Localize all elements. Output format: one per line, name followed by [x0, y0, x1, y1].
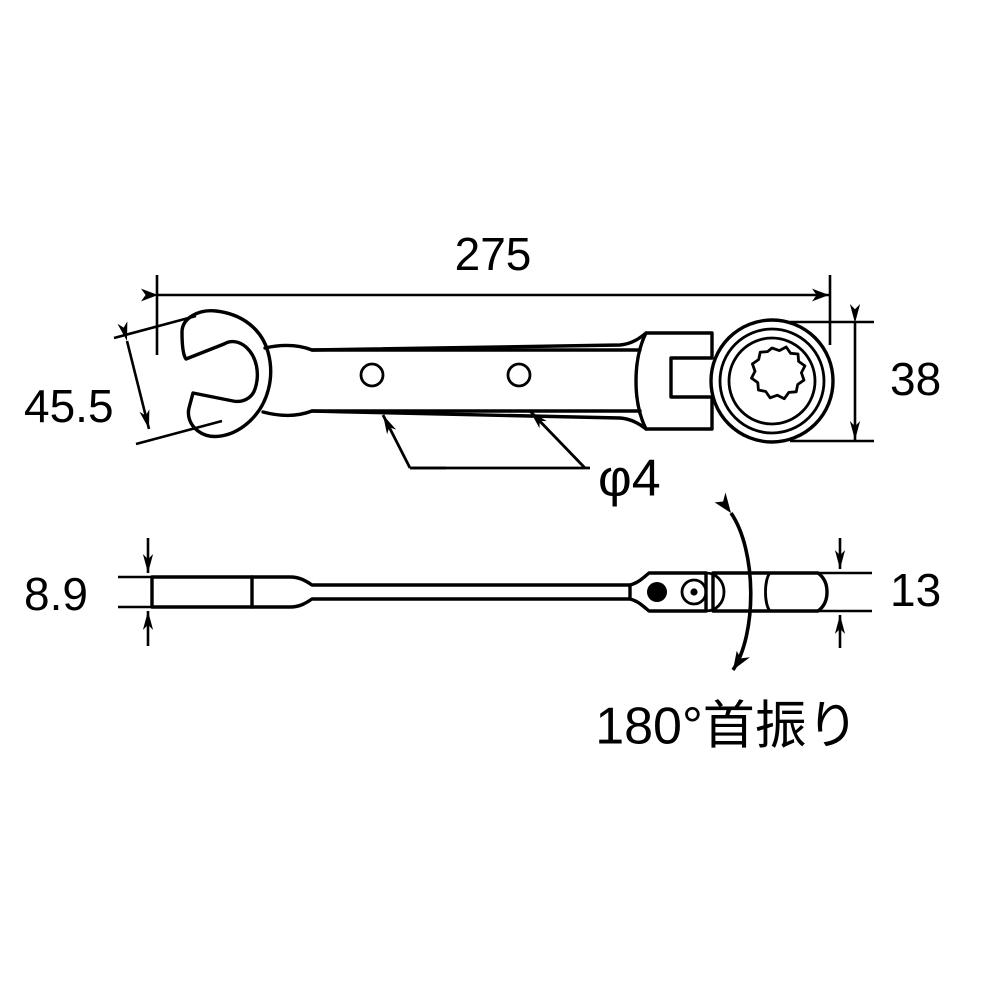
side-box-head: [711, 571, 829, 613]
side-pivot-center: [690, 588, 698, 596]
hole-1: [359, 362, 385, 388]
hole-2: [506, 362, 532, 388]
dim-label-head-thickness: 13: [890, 564, 941, 616]
side-view: 8.9 13 180°首振り: [24, 492, 941, 756]
box-head-outer: [709, 318, 835, 444]
callout-hole-diameter: φ4: [381, 410, 661, 508]
side-jaw-end: [150, 575, 254, 609]
dim-label-head-diameter: 38: [890, 353, 941, 405]
twelve-point-socket: [750, 345, 807, 401]
ratchet-box-head: [709, 318, 835, 444]
wrench-shaft: [261, 331, 648, 431]
side-swivel-yoke: [628, 571, 726, 613]
swivel-yoke: [634, 331, 714, 431]
front-view: 275 45.5 38 φ4: [24, 228, 941, 508]
ratchet-ring-inner: [727, 336, 817, 426]
dimension-head-thickness: 13: [786, 538, 941, 648]
open-end-jaw-head: [180, 309, 273, 439]
dim-label-overall-length: 275: [455, 228, 532, 280]
ratchet-ring: [718, 327, 826, 435]
annotation-label-swivel: 180°首振り: [595, 698, 859, 756]
dim-label-jaw-width: 45.5: [24, 380, 114, 432]
rotation-arc-arrow-icon: [714, 492, 753, 671]
side-shaft: [250, 575, 632, 609]
dimension-jaw-width: 45.5: [24, 314, 223, 446]
shaft-holes: [359, 362, 532, 388]
dimension-head-diameter: 38: [790, 304, 941, 443]
dimension-shaft-thickness: 8.9: [24, 538, 196, 646]
dimension-overall-length: 275: [141, 228, 832, 355]
side-pivot-ring: [680, 578, 708, 606]
side-rivet-dot: [647, 582, 667, 602]
callout-label-hole-diameter: φ4: [598, 450, 661, 508]
dim-label-shaft-thickness: 8.9: [24, 568, 88, 620]
